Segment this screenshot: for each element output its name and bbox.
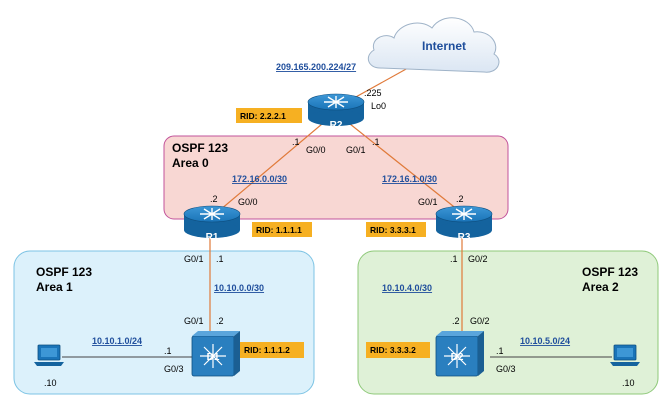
net-r2-r3: 172.16.1.0/30 [382,174,437,184]
r2-lo0-iface: Lo0 [371,101,386,111]
r3-g01-iface: G0/1 [418,197,438,207]
router-r2-icon[interactable]: R2 [307,93,365,131]
d1-rid-tag: RID: 1.1.1.2 [240,342,304,358]
area-0-subtitle: Area 0 [172,156,209,170]
d1-g03-host: .1 [164,346,172,356]
area-2-zone [357,250,659,395]
router-r2-label: R2 [330,120,343,131]
area-0-zone [163,135,509,220]
isp-network-label: 209.165.200.224/27 [276,62,356,72]
d1-g03-iface: G0/3 [164,364,184,374]
switch-d2-label: D2 [451,352,464,363]
router-r1-label: R1 [206,232,219,243]
d2-rid-tag: RID: 3.3.3.2 [366,342,430,358]
r1-g00-host: .2 [210,194,218,204]
r1-g00-iface: G0/0 [238,197,258,207]
switch-d1-icon[interactable]: D1 [191,331,240,377]
area-1-title: OSPF 123 [36,265,92,279]
r3-g02-host: .1 [450,254,458,264]
d2-g02-iface: G0/2 [470,316,490,326]
r2-lo0-host: .225 [364,88,382,98]
r3-g02-iface: G0/2 [468,254,488,264]
svg-text:RID: 3.3.3.1: RID: 3.3.3.1 [370,225,416,235]
r1-rid-tag: RID: 1.1.1.1 [252,222,312,237]
d2-g02-host: .2 [452,316,460,326]
area-2-subtitle: Area 2 [582,280,619,294]
r2-g00-iface: G0/0 [306,145,326,155]
net-r1-d1: 10.10.0.0/30 [214,283,264,293]
r2-g00-host: .1 [292,137,300,147]
r3-g01-host: .2 [456,194,464,204]
link-r2-r3 [349,123,459,211]
svg-text:RID: 1.1.1.1: RID: 1.1.1.1 [256,225,302,235]
net-d1-lan: 10.10.1.0/24 [92,336,142,346]
r1-g01-host: .1 [216,254,224,264]
internet-label: Internet [422,39,466,53]
area-1-subtitle: Area 1 [36,280,73,294]
svg-text:RID: 1.1.1.2: RID: 1.1.1.2 [244,345,290,355]
internet-cloud-icon: Internet [367,17,500,73]
pc1-host: .10 [44,378,57,388]
r2-rid-tag: RID: 2.2.2.1 [236,108,302,123]
net-r2-r1: 172.16.0.0/30 [232,174,287,184]
d1-g01-host: .2 [216,316,224,326]
router-r1-icon[interactable]: R1 [183,205,241,243]
pc2-laptop-icon[interactable] [610,344,640,366]
net-d2-lan: 10.10.5.0/24 [520,336,570,346]
r3-rid-tag: RID: 3.3.3.1 [366,222,426,237]
r1-g01-iface: G0/1 [184,254,204,264]
r2-g01-host: .1 [372,137,380,147]
d2-g03-host: .1 [496,346,504,356]
pc2-host: .10 [622,378,635,388]
r2-g01-iface: G0/1 [346,145,366,155]
area-2-title: OSPF 123 [582,265,638,279]
d1-g01-iface: G0/1 [184,316,204,326]
svg-text:RID: 3.3.3.2: RID: 3.3.3.2 [370,345,416,355]
area-0-title: OSPF 123 [172,141,228,155]
switch-d2-icon[interactable]: D2 [435,331,484,377]
router-r3-label: R3 [458,232,471,243]
switch-d1-label: D1 [207,352,220,363]
net-r3-d2: 10.10.4.0/30 [382,283,432,293]
d2-g03-iface: G0/3 [496,364,516,374]
svg-text:RID: 2.2.2.1: RID: 2.2.2.1 [240,111,286,121]
link-r2-r1 [219,123,323,211]
pc1-laptop-icon[interactable] [34,344,64,366]
router-r3-icon[interactable]: R3 [435,205,493,243]
